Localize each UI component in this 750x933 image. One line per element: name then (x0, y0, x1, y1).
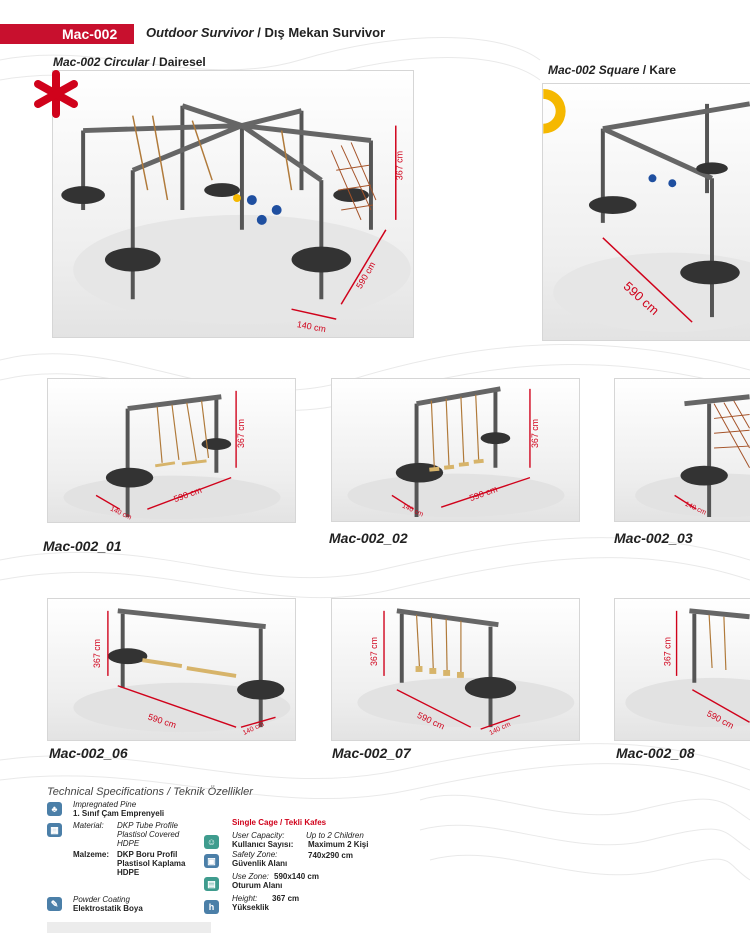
capacity-icon: ☺ (204, 835, 219, 849)
variant-08-height-dim: 367 cm (663, 637, 673, 666)
title-separator: / (257, 25, 261, 40)
variant-07-image: 367 cm 590 cm 140 cm (331, 598, 580, 741)
variant-02-label: Mac-002_02 (329, 530, 408, 546)
specs-materials: ♣ Impregnated Pine 1. Sınıf Çam Emprenye… (47, 800, 217, 922)
variant-06-height-dim: 367 cm (92, 639, 102, 668)
material-icon: ▦ (47, 823, 62, 837)
variant-01-image: 367 cm 590 cm 140 cm (47, 378, 296, 523)
variant-08-image: 367 cm 590 cm (614, 598, 750, 741)
square-product-image: 590 cm (542, 83, 750, 341)
variant-06-label: Mac-002_06 (49, 745, 128, 761)
circular-depth-dim: 140 cm (296, 319, 327, 334)
use-zone-icon: ▤ (204, 877, 219, 891)
variant-03-label: Mac-002_03 (614, 530, 693, 546)
circular-height-dim: 367 cm (395, 151, 405, 180)
product-title-en: Outdoor Survivor (146, 25, 254, 40)
variant-03-image: 140 cm (614, 378, 750, 522)
cage-type: Single Cage / Tekli Kafes (232, 818, 327, 827)
square-view-label: Mac-002 Square / Kare (548, 63, 677, 77)
height-icon: h (204, 900, 219, 914)
asterisk-icon (34, 70, 78, 118)
footer-strip (47, 922, 211, 933)
coating-icon: ✎ (47, 897, 62, 911)
circular-view-label: Mac-002 Circular / Dairesel (53, 55, 206, 69)
product-code-badge: Mac-002 (0, 24, 134, 44)
variant-02-height-dim: 367 cm (530, 419, 540, 448)
variant-01-height-dim: 367 cm (236, 419, 246, 448)
variant-08-label: Mac-002_08 (616, 745, 695, 761)
header-bar: Mac-002 Outdoor Survivor / Dış Mekan Sur… (0, 24, 750, 44)
circular-product-image: 367 cm 590 cm 140 cm (52, 70, 414, 338)
product-title-tr: Dış Mekan Survivor (264, 25, 386, 40)
pine-icon: ♣ (47, 802, 62, 816)
variant-07-label: Mac-002_07 (332, 745, 411, 761)
variant-06-image: 367 cm 590 cm 140 cm (47, 598, 296, 741)
product-title: Outdoor Survivor / Dış Mekan Survivor (146, 25, 385, 40)
variant-02-image: 367 cm 590 cm 140 cm (331, 378, 580, 522)
safety-zone-icon: ▣ (204, 854, 219, 868)
specs-title: Technical Specifications / Teknik Özelli… (47, 786, 253, 798)
specs-dimensions: Single Cage / Tekli Kafes ☺ User Capacit… (204, 818, 394, 922)
variant-01-label: Mac-002_01 (43, 538, 122, 554)
variant-07-height-dim: 367 cm (369, 637, 379, 666)
